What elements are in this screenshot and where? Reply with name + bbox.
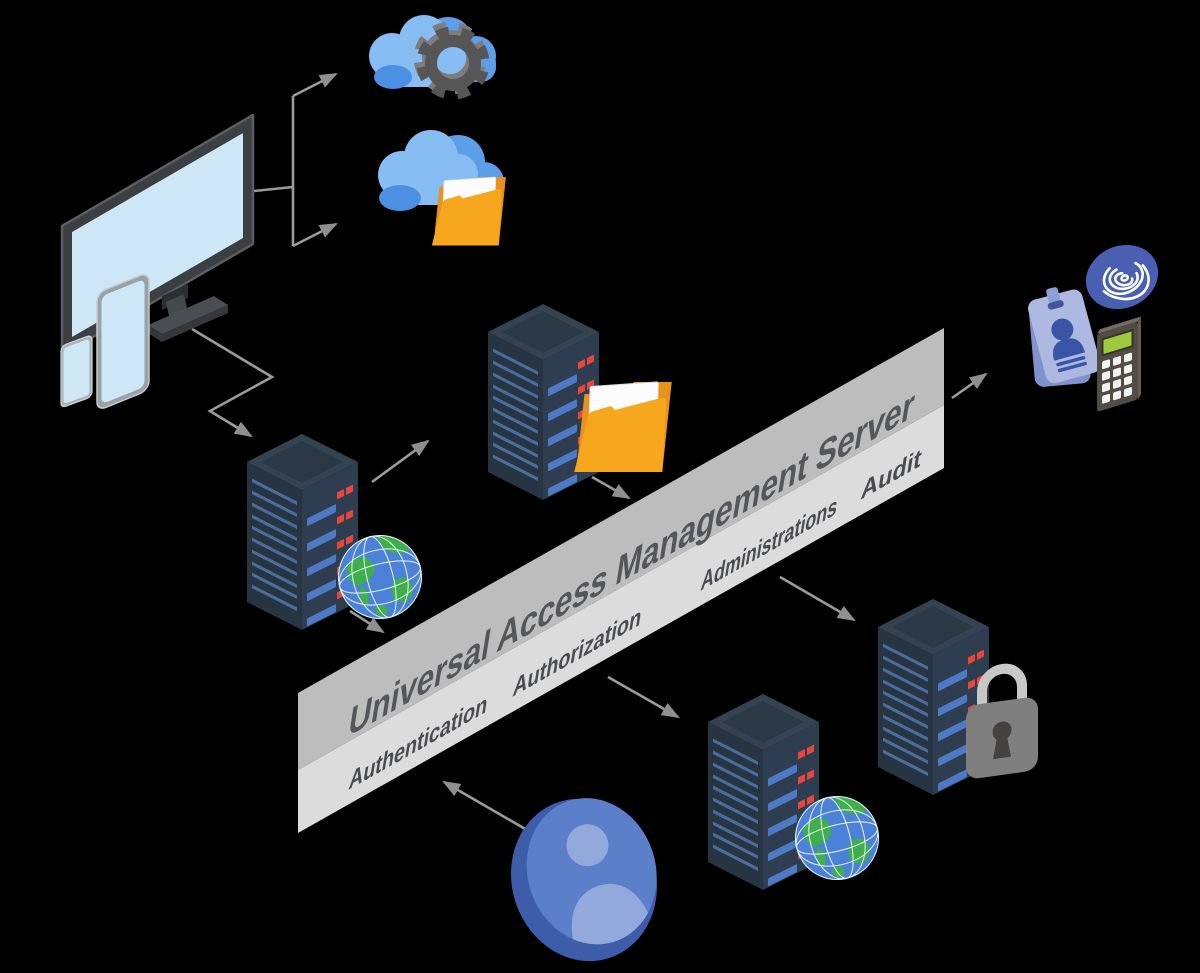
monitor-stand-base-top (148, 296, 228, 334)
arrow-to-cloud-folder (292, 222, 338, 248)
arrow-server-to-server-folder (371, 439, 430, 484)
server-globe-icon (247, 434, 430, 630)
arrow-user-to-banner (442, 780, 528, 832)
arrow-devices-to-server (191, 327, 275, 438)
fingerprint-icon (1085, 244, 1159, 310)
folder-icon (573, 381, 673, 473)
arrow-banner-to-credentials (951, 372, 988, 400)
server-lock-icon (878, 599, 1038, 795)
gear-icon (413, 21, 490, 100)
arrow-to-cloud-gear (292, 72, 338, 98)
monitor-icon (60, 113, 255, 357)
client-devices-icon (60, 113, 255, 409)
user-icon (510, 798, 658, 962)
arrow-devices-to-clouds (253, 96, 295, 246)
server-folder-icon (488, 304, 673, 500)
monitor-stand-base-front (148, 305, 228, 342)
server-globe-2-icon (708, 694, 887, 890)
id-badge-icon (1028, 287, 1101, 387)
keypad-token-icon (1097, 316, 1141, 412)
banner-band-dark (298, 328, 944, 770)
badge-front-card (1028, 287, 1101, 384)
banner-band-light (298, 405, 944, 833)
folder-icon (431, 176, 507, 246)
keypad-keys (1102, 352, 1132, 404)
arrow-globe-server-to-banner (349, 609, 385, 634)
padlock-icon (966, 663, 1038, 779)
arrow-banner-to-server-globe2 (607, 675, 680, 719)
tablet-icon (96, 274, 150, 409)
arrow-banner-to-server-lock (779, 575, 856, 622)
arrow-server-folder-to-banner (591, 475, 631, 500)
cloud-folder-icon (378, 130, 507, 246)
connector-arrows (191, 72, 988, 832)
phone-icon (60, 335, 93, 408)
cloud-gear-icon (369, 15, 496, 100)
user-silhouette (566, 824, 656, 956)
